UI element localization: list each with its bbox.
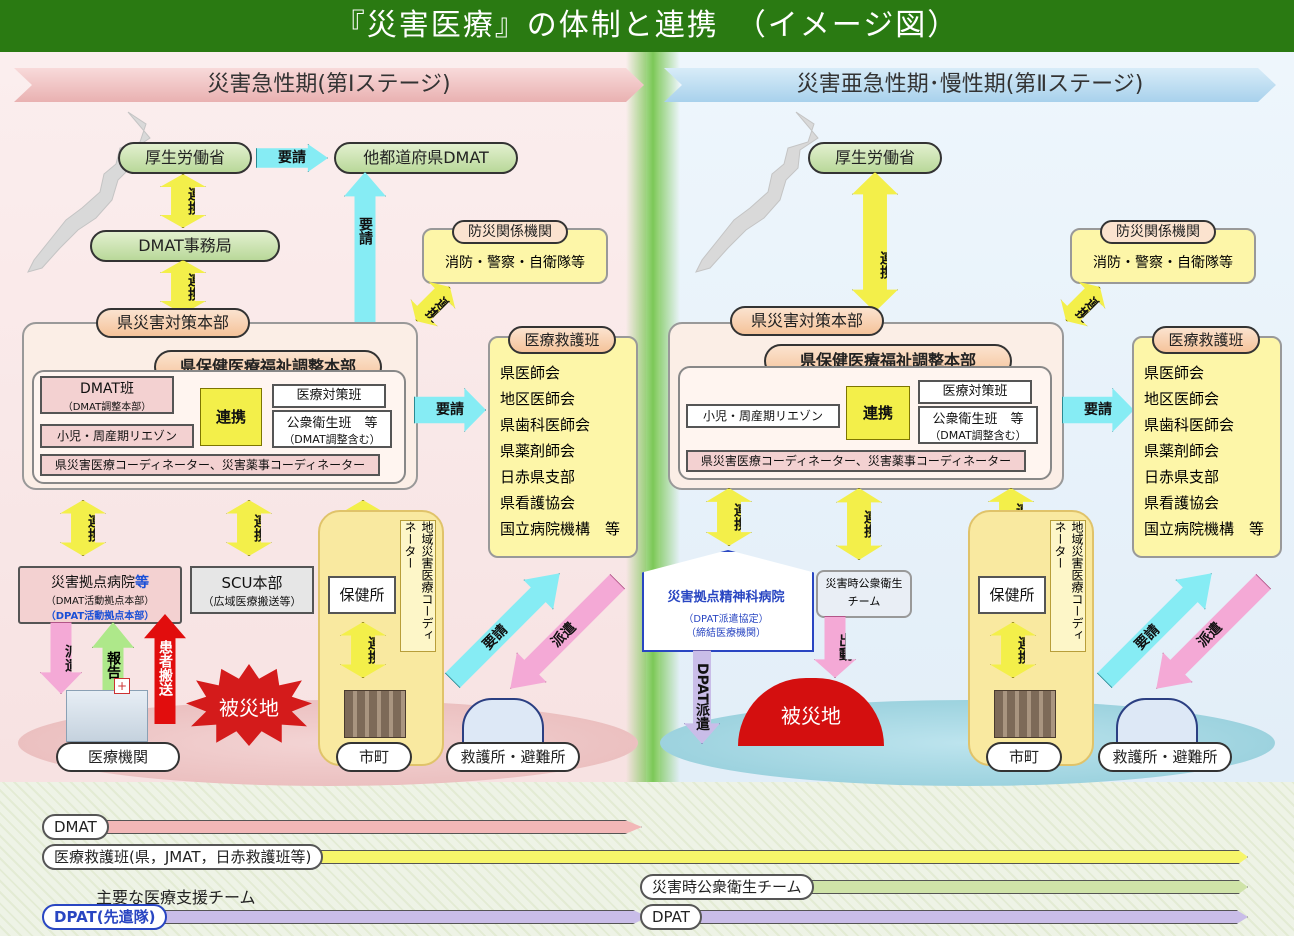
left-public-health-label: 公衆衛生班 等	[286, 416, 378, 431]
relief-member: 県医師会	[1144, 364, 1205, 382]
left-base-hospital-sub: （DMAT活動拠点本部）	[45, 596, 155, 607]
japan-map-right	[695, 111, 819, 273]
right-psych-sub1: （DPAT派遣協定）	[683, 614, 769, 625]
left-other-dmat-pill: 他都道府県DMAT	[334, 142, 518, 174]
stage1-banner: 災害急性期(第Ⅰステージ)	[14, 68, 644, 102]
left-shelter-building	[462, 698, 544, 744]
left-dmat-team-label: DMAT班	[80, 381, 134, 397]
right-psych-hospital-label: 災害拠点精神科病院	[667, 590, 785, 605]
right-psych-sub2: （締結医療機関）	[686, 628, 766, 639]
right-relief-list: 県医師会 地区医師会 県歯科医師会 県薬剤師会 日赤県支部 県看護協会 国立病院…	[1144, 360, 1280, 542]
right-health-center-box: 保健所	[978, 576, 1046, 614]
ph-team-bar-label: 災害時公衆衛生チーム	[640, 874, 814, 900]
right-coordinators-box: 県災害医療コーディネーター、災害薬事コーディネーター	[686, 450, 1026, 472]
right-public-health-box: 公衆衛生班 等 （DMAT調整含む）	[918, 406, 1038, 444]
left-relief-list: 県医師会 地区医師会 県歯科医師会 県薬剤師会 日赤県支部 県看護協会 国立病院…	[500, 360, 636, 542]
right-pref-hq-pill: 県災害対策本部	[730, 306, 884, 336]
left-renkei-center: 連携	[200, 388, 262, 446]
left-disaster-orgs-body: 消防・警察・自衛隊等	[445, 255, 585, 271]
dmat-bar	[80, 820, 642, 834]
left-disaster-orgs-title: 防災関係機関	[452, 220, 568, 244]
left-houkoku-label: 報告	[105, 651, 121, 679]
dpat-bar-label: DPAT	[640, 904, 702, 930]
left-relief-title: 医療救護班	[508, 326, 616, 354]
right-renkei-center: 連携	[846, 386, 910, 440]
right-relief-title: 医療救護班	[1152, 326, 1260, 354]
left-mhlw-pill: 厚生労働省	[118, 142, 252, 174]
left-perinatal-box: 小児・周産期リエゾン	[40, 424, 194, 448]
relief-member: 県薬剤師会	[1144, 442, 1220, 460]
dpat-advance-label: DPAT(先遣隊)	[42, 904, 168, 930]
right-medical-team-box: 医療対策班	[918, 380, 1032, 404]
relief-member: 国立病院機構 等	[500, 520, 621, 538]
relief-member: 地区医師会	[1144, 390, 1220, 408]
right-psych-hospital-box	[642, 550, 814, 652]
left-patient-label: 患者搬送	[157, 640, 173, 696]
left-city-pill: 市町	[336, 742, 412, 772]
right-city-pill: 市町	[986, 742, 1062, 772]
relief-member: 県医師会	[500, 364, 561, 382]
left-medical-inst-pill: 医療機関	[56, 742, 180, 772]
right-disaster-orgs-box: 防災関係機関 消防・警察・自衛隊等	[1070, 220, 1256, 284]
right-city-building	[994, 690, 1056, 738]
right-public-health-sub: （DMAT調整含む）	[929, 429, 1027, 442]
dmat-bar-label: DMAT	[42, 814, 109, 840]
dpat-advance-bar	[150, 910, 648, 924]
left-base-hospital-box: 災害拠点病院等 （DMAT活動拠点本部） （DPAT活動拠点本部）	[18, 566, 182, 624]
relief-member: 地区医師会	[500, 390, 576, 408]
relief-member: 日赤県支部	[500, 468, 576, 486]
left-regional-coord-label: 地域災害医療コーディネーター	[400, 520, 436, 652]
left-disaster-label: 被災地	[219, 696, 279, 720]
relief-bar	[300, 850, 1248, 864]
left-public-health-box: 公衆衛生班 等 （DMAT調整含む）	[272, 410, 392, 448]
relief-bar-label: 医療救護班(県，JMAT，日赤救護班等)	[42, 844, 324, 870]
dpat-bar	[680, 910, 1248, 924]
left-base-hospital-tou: 等	[135, 575, 149, 591]
right-disaster-label: 被災地	[781, 704, 841, 728]
left-dmat-team-sub: （DMAT調整本部）	[62, 402, 152, 413]
left-health-center-box: 保健所	[328, 576, 396, 614]
left-scu-label: SCU本部	[221, 574, 283, 592]
left-shelter-pill: 救護所・避難所	[446, 742, 580, 772]
ph-team-bar	[780, 880, 1248, 894]
left-city-building	[344, 690, 406, 738]
relief-member: 県看護協会	[500, 494, 576, 512]
left-base-hospital-label: 災害拠点病院	[51, 575, 135, 591]
left-relief-box	[488, 336, 638, 558]
relief-member: 国立病院機構 等	[1144, 520, 1265, 538]
left-dmat-team-box: DMAT班 （DMAT調整本部）	[40, 376, 174, 414]
hospital-cross-icon: +	[114, 678, 130, 694]
right-disaster-orgs-title: 防災関係機関	[1100, 220, 1216, 244]
relief-member: 日赤県支部	[1144, 468, 1220, 486]
right-regional-coord-label: 地域災害医療コーディネーター	[1050, 520, 1086, 652]
left-coordinators-box: 県災害医療コーディネーター、災害薬事コーディネーター	[40, 454, 380, 476]
relief-member: 県看護協会	[1144, 494, 1220, 512]
left-public-health-sub: （DMAT調整含む）	[283, 433, 381, 446]
left-scu-sub: （広域医療搬送等）	[202, 595, 302, 608]
right-perinatal-box: 小児・周産期リエゾン	[686, 404, 840, 428]
right-mhlw-pill: 厚生労働省	[808, 142, 942, 174]
main-teams-label: 主要な医療支援チーム	[96, 888, 256, 907]
left-scu-box: SCU本部 （広域医療搬送等）	[190, 566, 314, 614]
right-ph-team-box: 災害時公衆衛生チーム	[816, 570, 912, 618]
left-disaster-orgs-box: 防災関係機関 消防・警察・自衛隊等	[422, 220, 608, 284]
right-public-health-label: 公衆衛生班 等	[932, 412, 1024, 427]
relief-member: 県薬剤師会	[500, 442, 576, 460]
left-medical-team-box: 医療対策班	[272, 384, 386, 408]
left-youse-up-label: 要請	[357, 217, 373, 245]
right-relief-box	[1132, 336, 1282, 558]
relief-member: 県歯科医師会	[1144, 416, 1235, 434]
relief-member: 県歯科医師会	[500, 416, 591, 434]
left-pref-hq-pill: 県災害対策本部	[96, 308, 250, 338]
stage2-banner: 災害亜急性期･慢性期(第Ⅱステージ)	[664, 68, 1276, 102]
right-shelter-pill: 救護所・避難所	[1098, 742, 1232, 772]
page-title: 『災害医療』の体制と連携 （イメージ図）	[0, 0, 1294, 52]
right-ph-team-label: 災害時公衆衛生チーム	[825, 577, 903, 608]
right-shelter-building	[1116, 698, 1198, 744]
left-dmat-office-pill: DMAT事務局	[90, 230, 280, 262]
left-hospital-building	[66, 690, 148, 742]
right-disaster-orgs-body: 消防・警察・自衛隊等	[1093, 255, 1233, 271]
left-dpat-base: （DPAT活動拠点本部）	[45, 611, 155, 622]
